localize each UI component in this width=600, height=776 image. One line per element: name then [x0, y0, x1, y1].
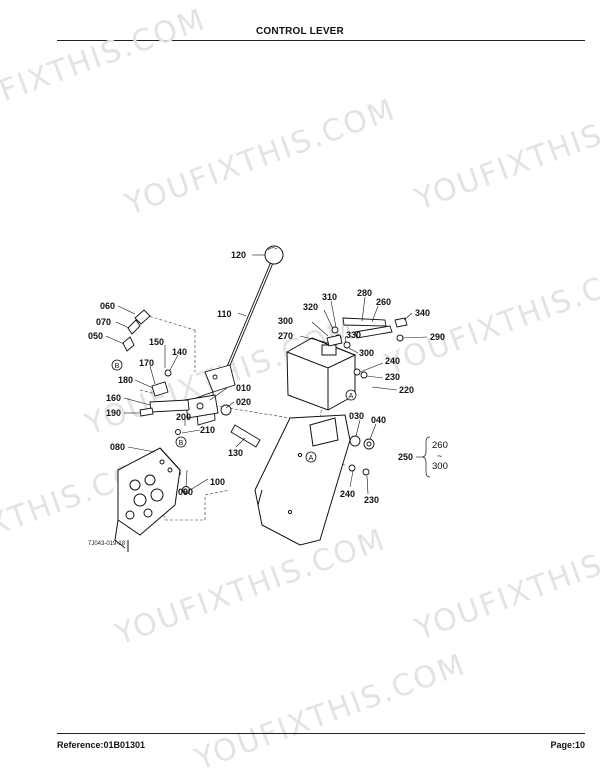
part-callouts: 120 110 060 070 050 150 140 170 180 160 … [88, 250, 445, 505]
callout-020: 020 [236, 397, 251, 407]
callout-120: 120 [231, 250, 246, 260]
callout-280: 280 [357, 288, 372, 298]
callout-300-upper: 300 [278, 316, 293, 326]
svg-text:250: 250 [398, 452, 413, 462]
svg-text:A: A [349, 393, 354, 400]
svg-text:YOUFIXTHIS.COM: YOUFIXTHIS.COM [410, 517, 600, 648]
svg-text:~: ~ [437, 451, 442, 461]
marker-a-1: A [345, 389, 357, 401]
callout-180: 180 [118, 375, 133, 385]
callout-060: 060 [100, 301, 115, 311]
svg-text:B: B [115, 363, 120, 370]
lever-knob [264, 245, 284, 265]
callout-100: 100 [210, 477, 225, 487]
page-title: CONTROL LEVER [256, 26, 344, 37]
control-valve [114, 447, 190, 552]
svg-text:YOUFIXTHIS.COM: YOUFIXTHIS.COM [120, 92, 401, 223]
callout-090: 090 [178, 487, 193, 497]
svg-text:B: B [179, 440, 184, 447]
svg-text:YOUFIXTHIS.COM: YOUFIXTHIS.COM [0, 2, 211, 133]
mounting-plate [254, 414, 351, 546]
callout-110: 110 [217, 309, 232, 319]
callout-310: 310 [322, 292, 337, 302]
callout-140: 140 [172, 347, 187, 357]
callout-210: 210 [200, 425, 215, 435]
callout-260: 260 [376, 297, 391, 307]
callout-320: 320 [303, 302, 318, 312]
callout-340: 340 [415, 308, 430, 318]
lever-cover [286, 337, 357, 411]
svg-text:YOUFIXTHIS.COM: YOUFIXTHIS.COM [380, 252, 600, 383]
drawing-code: 7J043-019-18 [88, 541, 126, 547]
callout-290: 290 [430, 332, 445, 342]
svg-text:300: 300 [432, 461, 448, 472]
marker-a-2: A [305, 451, 317, 463]
footer-rule [57, 733, 585, 734]
link-parts [122, 309, 261, 448]
callout-230-lower: 230 [364, 495, 379, 505]
callout-170: 170 [139, 358, 154, 368]
callout-330: 330 [346, 330, 361, 340]
upper-parts [326, 317, 408, 476]
reference-label: Reference:01B01301 [57, 740, 146, 750]
callout-050: 050 [88, 331, 103, 341]
callout-160: 160 [106, 393, 121, 403]
callout-300-lower: 300 [359, 348, 374, 358]
svg-text:YOUFIXTHIS.COM: YOUFIXTHIS.COM [410, 87, 600, 218]
page-number: Page:10 [550, 740, 585, 750]
svg-text:YOUFIXTHIS.COM: YOUFIXTHIS.COM [190, 647, 471, 776]
header-rule [57, 40, 585, 41]
callout-190: 190 [106, 408, 121, 418]
callout-200: 200 [176, 412, 191, 422]
callout-040: 040 [371, 415, 386, 425]
range-callout-250: 250 260 ~ 300 [398, 436, 448, 478]
callout-240-lower: 240 [340, 489, 355, 499]
leader-lines [105, 254, 428, 495]
callout-010: 010 [236, 383, 251, 393]
callout-220: 220 [399, 385, 414, 395]
svg-text:260: 260 [432, 440, 448, 451]
callout-130: 130 [228, 448, 243, 458]
callout-030: 030 [349, 411, 364, 421]
lever-bracket [184, 364, 236, 426]
callout-240-upper: 240 [385, 356, 400, 366]
callout-270: 270 [278, 331, 293, 341]
control-lever [224, 245, 284, 373]
callout-150: 150 [149, 337, 164, 347]
callout-080: 080 [110, 442, 125, 452]
marker-b-2: B [175, 436, 187, 448]
callout-070: 070 [96, 317, 111, 327]
svg-text:A: A [309, 455, 314, 462]
marker-b-1: B [111, 359, 123, 371]
callout-230-upper: 230 [385, 372, 400, 382]
svg-text:YOUFIXTHIS.COM: YOUFIXTHIS.COM [110, 522, 391, 653]
